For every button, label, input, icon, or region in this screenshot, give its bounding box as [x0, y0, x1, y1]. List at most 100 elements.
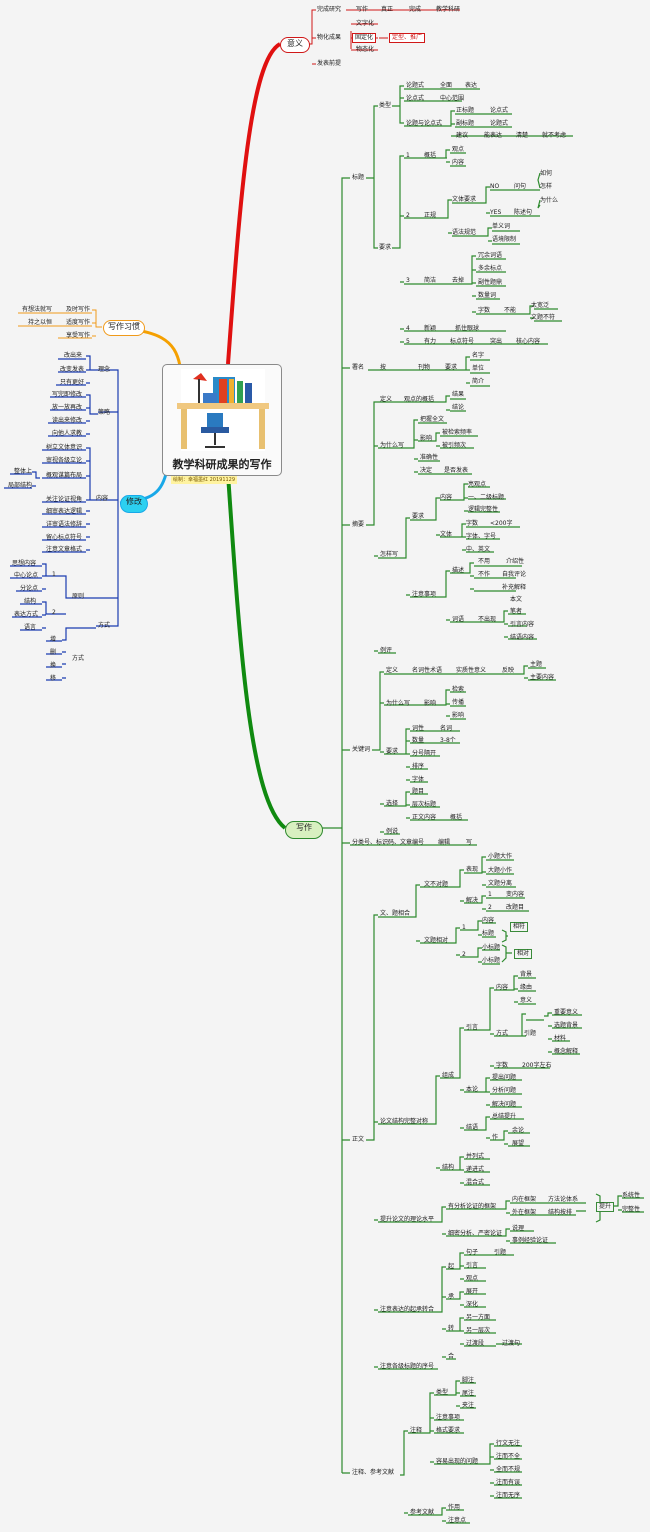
node[interactable]: 语法规范 [452, 229, 477, 236]
node[interactable]: YES [490, 209, 502, 216]
node[interactable]: 内容 [440, 494, 453, 501]
node[interactable]: 2 [52, 609, 56, 616]
node[interactable]: 例说 [386, 828, 399, 835]
node[interactable]: 自我评论 [502, 571, 527, 578]
node[interactable]: 中心范围 [440, 95, 465, 102]
node[interactable]: 正规 [424, 212, 437, 219]
node[interactable]: 结构按排 [548, 1209, 573, 1216]
node[interactable]: 选择 [386, 800, 399, 807]
node[interactable]: 结语内容 [510, 634, 535, 641]
node[interactable]: 缘由 [520, 984, 533, 991]
node[interactable]: 作用 [448, 1504, 461, 1511]
node[interactable]: 字数 [496, 1062, 509, 1069]
node[interactable]: 结构 [24, 598, 37, 605]
node[interactable]: 分类号、标识码、文章编号 [352, 839, 425, 846]
node[interactable]: 结语 [466, 1124, 479, 1131]
node[interactable]: 注释、参考文献 [352, 1469, 395, 1476]
node[interactable]: 向他人求教 [52, 430, 83, 437]
node[interactable]: 被引频次 [442, 442, 467, 449]
node[interactable]: 解决问题 [492, 1101, 517, 1108]
topic-xiezuo[interactable]: 写作 [285, 821, 323, 839]
node[interactable]: 深化 [466, 1301, 479, 1308]
node[interactable]: 固定化 [352, 33, 377, 43]
node[interactable]: 不能 [504, 307, 517, 314]
node[interactable]: 读出来修改 [52, 417, 83, 424]
node[interactable]: 论点式 [490, 107, 509, 114]
node[interactable]: 为什么 [540, 197, 559, 204]
node[interactable]: 相对 [514, 949, 533, 959]
node[interactable]: 编辑 [438, 839, 451, 846]
node[interactable]: 表达 [465, 82, 478, 89]
node[interactable]: 表达方式 [14, 611, 39, 618]
node[interactable]: 及时写作 [66, 306, 91, 313]
node[interactable]: 决定 [420, 467, 433, 474]
node[interactable]: 分析问题 [492, 1087, 517, 1094]
node[interactable]: 副标题 [456, 120, 475, 127]
node[interactable]: 说理 [512, 1225, 525, 1232]
node[interactable]: 相符 [510, 922, 529, 932]
node[interactable]: 类型 [379, 102, 392, 109]
node[interactable]: 持之以恒 [28, 319, 53, 326]
node[interactable]: 中心论点 [14, 572, 39, 579]
node[interactable]: 单位 [472, 365, 485, 372]
node[interactable]: 主题 [530, 661, 543, 668]
node[interactable]: 引言内容 [510, 621, 535, 628]
node[interactable]: 中、英文 [466, 546, 491, 553]
node[interactable]: 标题 [352, 174, 365, 181]
node[interactable]: 被检索频率 [442, 429, 473, 436]
node[interactable]: 内容 [496, 984, 509, 991]
node[interactable]: 作 [492, 1134, 499, 1141]
node[interactable]: 正文 [352, 1136, 365, 1143]
node[interactable]: 写作 [356, 6, 369, 13]
node[interactable]: 怎样写 [380, 551, 399, 558]
node[interactable]: 过渡段 [466, 1340, 485, 1347]
node[interactable]: 要求 [386, 748, 399, 755]
node[interactable]: 注意各级标题的序号 [380, 1363, 435, 1370]
node[interactable]: 关注论证视角 [46, 496, 83, 503]
node[interactable]: 5 [406, 338, 410, 345]
node[interactable]: 论题式 [406, 82, 425, 89]
node[interactable]: 展望 [512, 1140, 525, 1147]
node[interactable]: 副性题鼎 [478, 279, 503, 286]
node[interactable]: 移 [50, 675, 57, 682]
node[interactable]: 结论 [452, 404, 465, 411]
node[interactable]: 标题 [482, 930, 495, 937]
node[interactable]: 观点 [466, 1275, 479, 1282]
node[interactable]: 论文结构完整对称 [380, 1118, 429, 1125]
node[interactable]: 200字左右 [522, 1062, 552, 1069]
node[interactable]: 改变发表 [60, 366, 85, 373]
node[interactable]: 实质性意义 [456, 667, 487, 674]
node[interactable]: 树立文体意识 [46, 444, 83, 451]
node[interactable]: 关键词 [352, 746, 371, 753]
node[interactable]: 注意事项 [412, 591, 437, 598]
node[interactable]: 引题 [494, 1249, 507, 1256]
node[interactable]: 逻辑完整性 [468, 506, 499, 513]
node[interactable]: <200字 [490, 520, 513, 527]
node[interactable]: 增 [50, 636, 57, 643]
node[interactable]: 注而无序 [496, 1492, 521, 1499]
node[interactable]: 摘要 [352, 521, 365, 528]
node[interactable]: 引题 [524, 1030, 537, 1037]
node[interactable]: 要求 [445, 364, 458, 371]
node[interactable]: 描述 [452, 567, 465, 574]
node[interactable]: 真正 [381, 6, 394, 13]
node[interactable]: 如何 [540, 170, 553, 177]
node[interactable]: 提升 [596, 1202, 615, 1212]
node[interactable]: 行文无注 [496, 1440, 521, 1447]
node[interactable]: 物化成果 [317, 34, 342, 41]
node[interactable]: 细密分析、严密论证 [448, 1230, 503, 1237]
node[interactable]: 文不对题 [424, 881, 449, 888]
node[interactable]: 整体上 [14, 468, 33, 475]
node[interactable]: 注意点 [448, 1517, 467, 1524]
node[interactable]: 语境限制 [492, 236, 517, 243]
node[interactable]: 检索 [452, 686, 465, 693]
node[interactable]: 一、二级标题 [468, 494, 505, 501]
node[interactable]: 正标题 [456, 107, 475, 114]
node[interactable]: 思想内容 [12, 560, 37, 567]
node[interactable]: 注释 [410, 1427, 423, 1434]
node[interactable]: 转 [448, 1325, 455, 1332]
node[interactable]: 文题相对 [424, 937, 449, 944]
node[interactable]: 单义词 [492, 223, 511, 230]
node[interactable]: 小标题 [482, 957, 501, 964]
node[interactable]: 注而有误 [496, 1479, 521, 1486]
